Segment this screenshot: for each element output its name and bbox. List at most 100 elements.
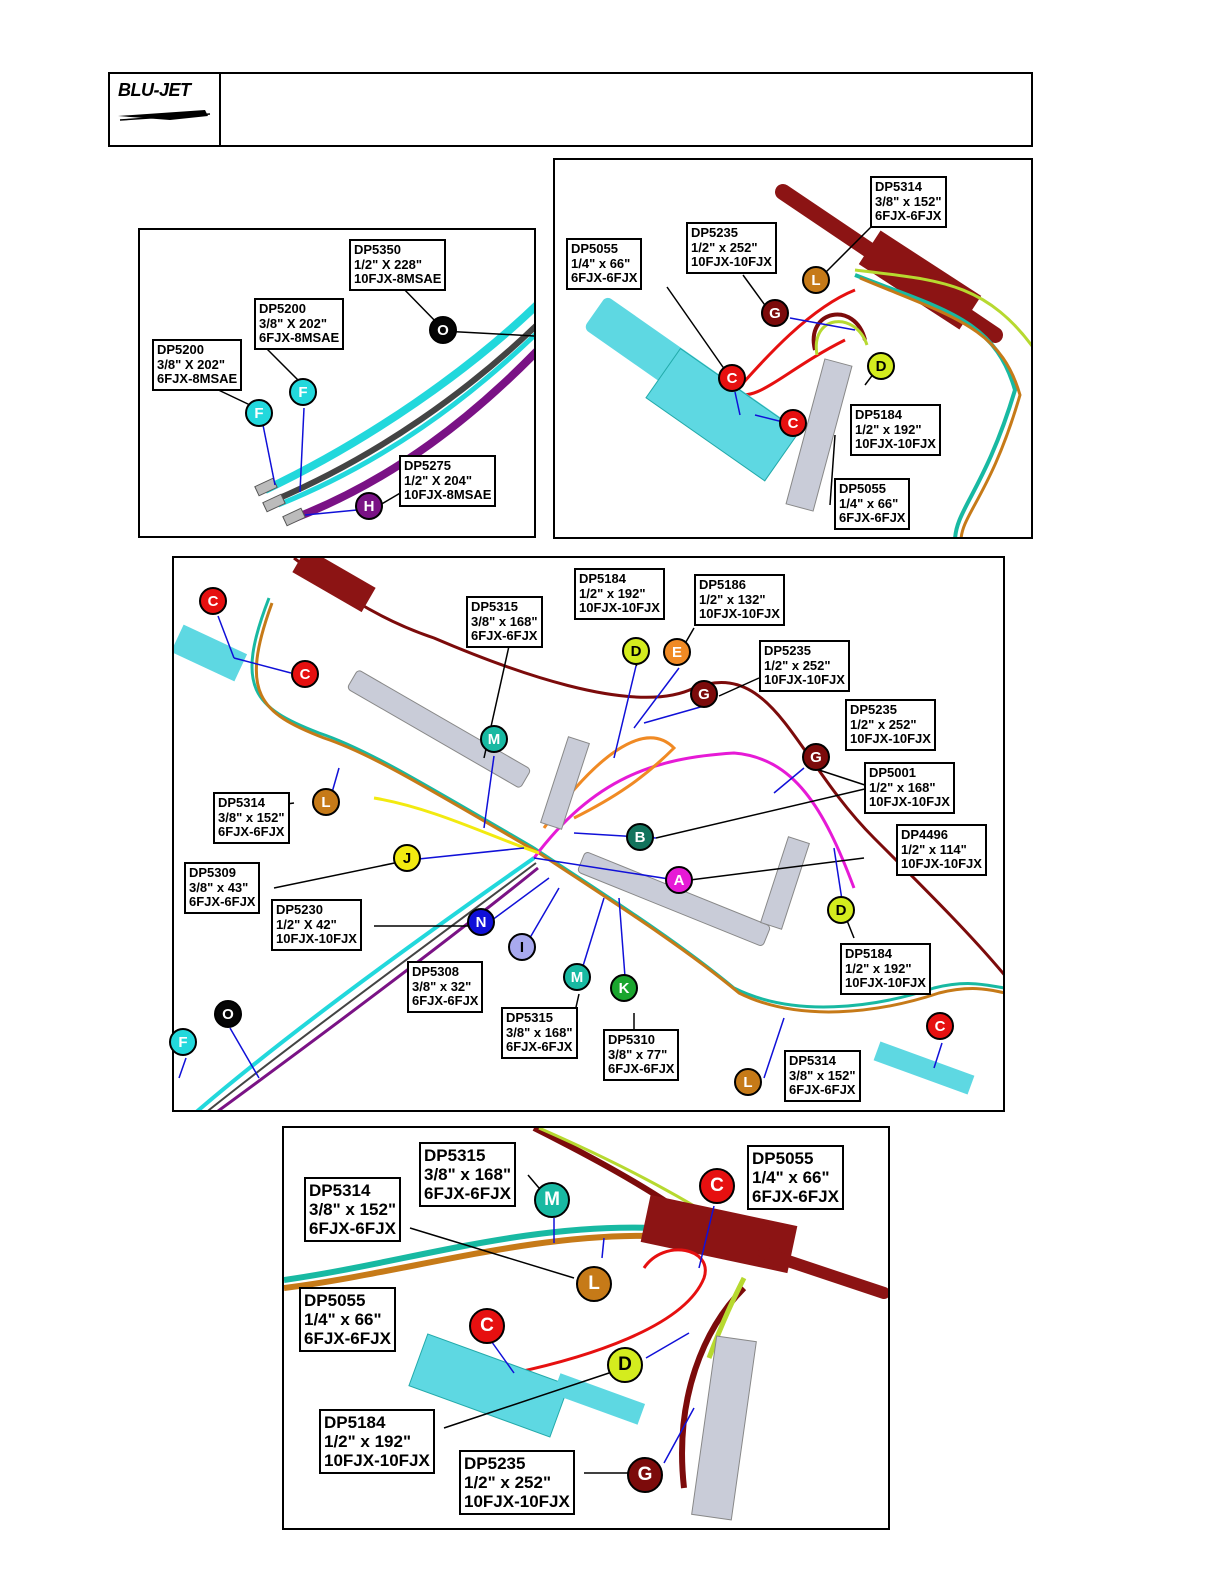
- callout-bubble-e: E: [663, 638, 691, 666]
- callout-bubble-m: M: [480, 725, 508, 753]
- hose-label-line: 3/8" x 152": [309, 1200, 397, 1220]
- hose-label-line: 1/2" x 192": [845, 960, 912, 976]
- callout-bubble-m: M: [534, 1182, 570, 1218]
- callout-bubble-f: F: [245, 399, 273, 427]
- hose-label-line: 1/2" x 252": [691, 239, 758, 255]
- hose-label-line: DP5184: [324, 1413, 386, 1432]
- logo-cell: BLU-JET: [110, 74, 221, 145]
- hose-label-line: 3/8" x 77": [608, 1046, 668, 1062]
- hose-label-line: 6FJX-6FJX: [506, 1039, 573, 1055]
- hose-label-line: DP5184: [855, 407, 902, 422]
- hose-label-line: 10FJX-8MSAE: [354, 271, 442, 287]
- hose-label-line: 1/2" x 192": [324, 1432, 412, 1452]
- hose-label-line: 6FJX-6FJX: [839, 510, 906, 526]
- callout-bubble-a: A: [665, 866, 693, 894]
- callout-bubble-n: N: [467, 908, 495, 936]
- hose-label-line: 3/8" x 43": [189, 879, 249, 895]
- hose-label-line: 6FJX-6FJX: [752, 1187, 839, 1207]
- hose-label-line: DP5055: [839, 481, 886, 496]
- hose-label-line: 6FJX-6FJX: [608, 1061, 675, 1077]
- hose-label-line: DP5200: [259, 301, 306, 316]
- hose-label-line: DP5055: [752, 1149, 814, 1168]
- hose-label-line: DP5315: [506, 1010, 553, 1025]
- hose-label-line: 10FJX-10FJX: [691, 254, 772, 270]
- hose-label-line: 10FJX-8MSAE: [404, 487, 492, 503]
- hose-label-line: 10FJX-10FJX: [324, 1451, 430, 1471]
- hose-label-line: DP5055: [571, 241, 618, 256]
- hose-label-line: DP5314: [789, 1053, 836, 1068]
- diagram-panel-3: [172, 556, 1005, 1112]
- hose-label-line: 10FJX-10FJX: [579, 600, 660, 616]
- hose-label-line: DP5314: [875, 179, 922, 194]
- callout-bubble-g: G: [802, 743, 830, 771]
- hose-label-line: 6FJX-6FJX: [189, 894, 256, 910]
- hose-label-line: DP5184: [845, 946, 892, 961]
- hose-label-line: 6FJX-6FJX: [875, 208, 942, 224]
- hose-label-line: 10FJX-10FJX: [850, 731, 931, 747]
- callout-bubble-h: H: [355, 492, 383, 520]
- hose-label-line: 6FJX-8MSAE: [157, 371, 238, 387]
- hose-label-line: DP5184: [579, 571, 626, 586]
- hose-label-line: 10FJX-10FJX: [276, 931, 357, 947]
- callout-bubble-d: D: [622, 637, 650, 665]
- hose-label-line: 1/2" x 168": [869, 779, 936, 795]
- hose-label-line: 3/8" x 168": [424, 1165, 512, 1185]
- panel1-hoses: [209, 282, 534, 527]
- callout-bubble-c: C: [469, 1308, 505, 1344]
- callout-bubble-c: C: [199, 587, 227, 615]
- hose-label-line: 1/2" X 204": [404, 472, 472, 488]
- callout-bubble-o: O: [214, 1000, 242, 1028]
- callout-bubble-c: C: [926, 1012, 954, 1040]
- callout-bubble-f: F: [289, 378, 317, 406]
- hose-label-line: 10FJX-10FJX: [845, 975, 926, 991]
- hose-label-line: 3/8" x 32": [412, 978, 472, 994]
- hose-label-line: 1/4" x 66": [304, 1310, 382, 1330]
- hose-label-line: DP5310: [608, 1032, 655, 1047]
- hose-label-line: 10FJX-10FJX: [855, 436, 936, 452]
- callout-bubble-f: F: [169, 1028, 197, 1056]
- callout-bubble-g: G: [690, 680, 718, 708]
- hose-label-line: 6FJX-6FJX: [471, 628, 538, 644]
- callout-bubble-o: O: [429, 316, 457, 344]
- hose-label-line: DP5235: [764, 643, 811, 658]
- hose-label-line: 6FJX-6FJX: [218, 824, 285, 840]
- hose-label-line: DP5314: [218, 795, 265, 810]
- hose-label-line: 6FJX-6FJX: [412, 993, 479, 1009]
- callout-bubble-l: L: [576, 1266, 612, 1302]
- hose-label-line: DP5235: [464, 1454, 526, 1473]
- callout-bubble-c: C: [291, 660, 319, 688]
- diagram-panel-2: [553, 158, 1033, 539]
- hose-label-line: 1/2" x 132": [699, 591, 766, 607]
- callout-bubble-d: D: [827, 896, 855, 924]
- hose-label-line: 1/2" x 252": [850, 716, 917, 732]
- page-header: BLU-JET: [108, 72, 1033, 147]
- hose-label-line: 3/8" x 152": [789, 1067, 856, 1083]
- callout-bubble-d: D: [867, 352, 895, 380]
- hose-label-line: 6FJX-6FJX: [309, 1219, 396, 1239]
- hose-label-line: 10FJX-10FJX: [869, 794, 950, 810]
- hose-label-line: DP5200: [157, 342, 204, 357]
- hose-label-line: 1/2" x 192": [579, 585, 646, 601]
- callout-bubble-b: B: [626, 823, 654, 851]
- hose-label-line: DP5315: [471, 599, 518, 614]
- hose-label-line: 3/8" x 152": [875, 193, 942, 209]
- hose-label-line: 6FJX-8MSAE: [259, 330, 340, 346]
